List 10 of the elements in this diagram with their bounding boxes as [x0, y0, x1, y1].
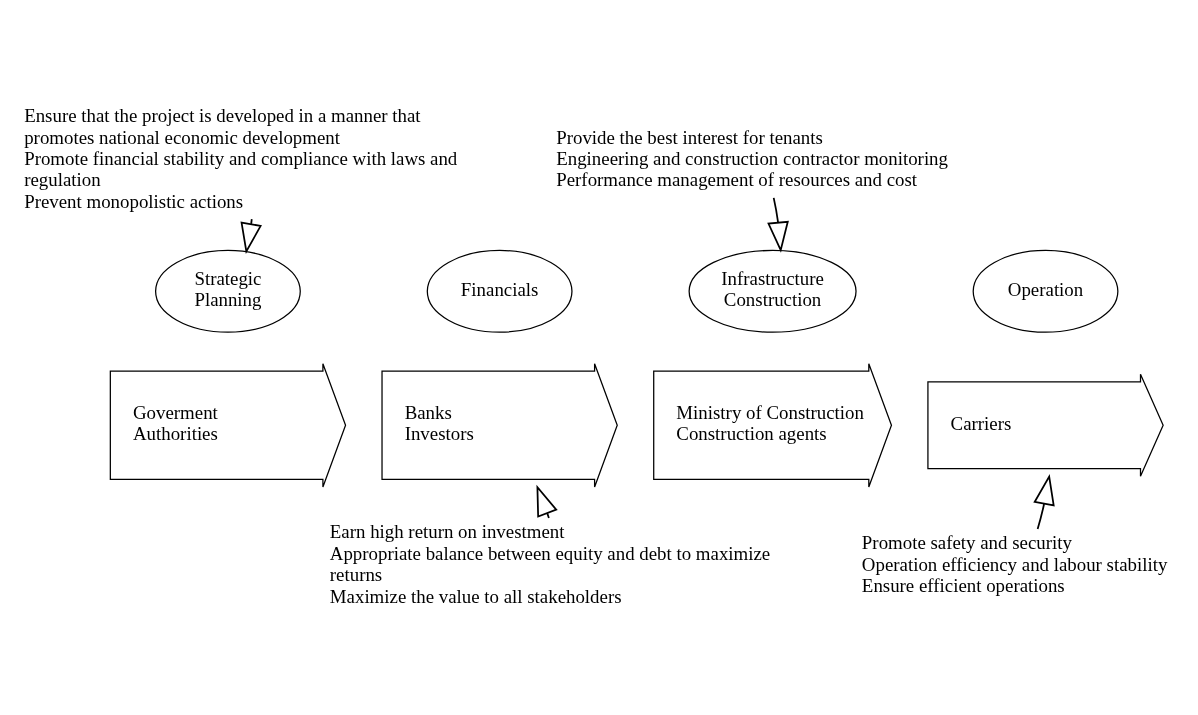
arrow: [1033, 473, 1055, 530]
node-text: Provide the best interest for tenants Engineering and construction contractor monitoring Performance management of resources and cost: [556, 126, 948, 190]
node-ellipse: Financials: [426, 249, 573, 333]
node-text: Ensure that the project is developed in a manner that promotes national economic development Promote financial stability and compliance with laws and regulation Prevent monopolistic actions: [24, 104, 458, 212]
node-ellipse: Infrastructure Construction: [688, 249, 857, 333]
node-ellipse: Strategic Planning: [155, 249, 301, 333]
node-text: Promote safety and security Operation efficiency and labour stability Ensure efficient operations: [861, 531, 1168, 596]
node-ellipse: Operation: [972, 249, 1119, 333]
arrow: [767, 196, 789, 253]
node-text: Earn high return on investment Appropriate balance between equity and debt to maximize returns Maximize the value to all stakeholders: [329, 521, 771, 607]
